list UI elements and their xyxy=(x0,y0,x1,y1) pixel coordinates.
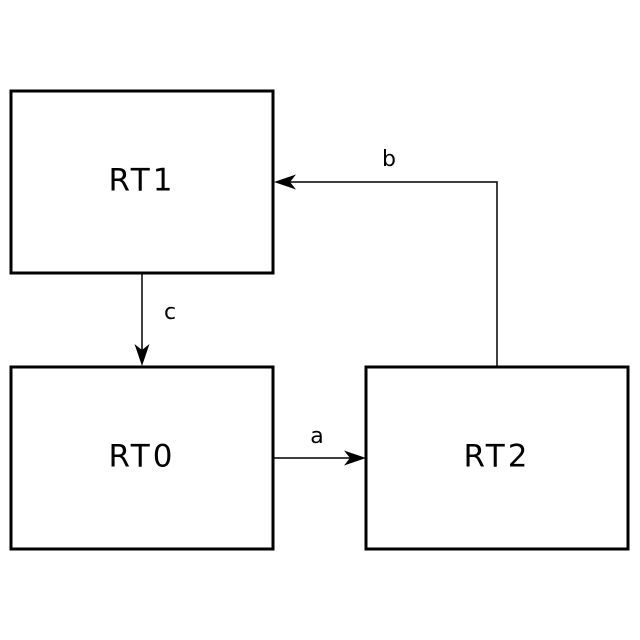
node-rt2-label: RT2 xyxy=(464,439,531,475)
edge-c: c xyxy=(135,274,177,366)
node-rt1: RT1 xyxy=(11,91,273,273)
edge-b: b xyxy=(274,147,497,366)
edge-b-label: b xyxy=(382,147,396,172)
edge-c-label: c xyxy=(164,300,176,325)
edge-a-label: a xyxy=(310,424,323,449)
edge-a: a xyxy=(274,424,366,466)
node-rt2: RT2 xyxy=(366,367,628,549)
node-rt0: RT0 xyxy=(11,367,273,549)
node-rt1-label: RT1 xyxy=(109,163,176,199)
edge-b-line xyxy=(288,182,497,366)
node-rt0-label: RT0 xyxy=(109,439,176,475)
